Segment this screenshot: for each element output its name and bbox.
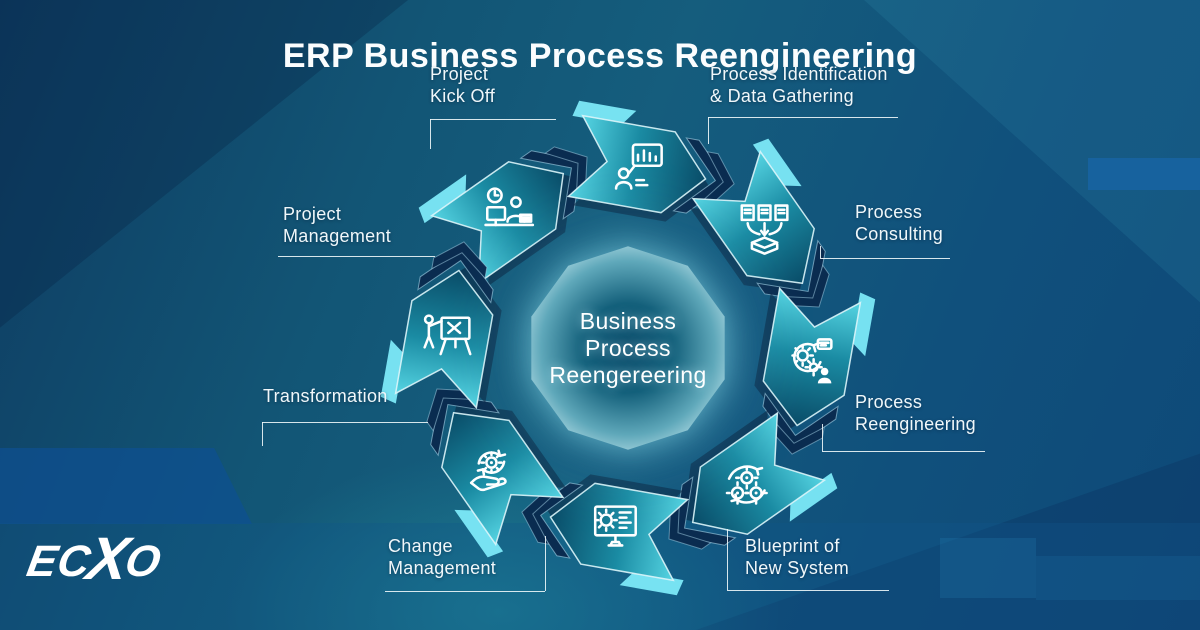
gears-cycle-person-icon xyxy=(782,334,836,388)
callout-line xyxy=(822,424,824,451)
arrow-segment-shape xyxy=(521,474,690,596)
step-label-line: Project xyxy=(283,204,342,224)
background-rect-2 xyxy=(1036,556,1200,600)
step-label-line: Kick Off xyxy=(430,85,496,106)
person-chart-bubble-icon xyxy=(614,140,668,194)
background-band-right xyxy=(1088,158,1200,190)
step-label-line: Management xyxy=(283,225,392,246)
callout-line xyxy=(727,590,889,592)
step-label-line: Project xyxy=(430,64,489,84)
center-label-line: Process xyxy=(585,334,671,361)
background-rect-1 xyxy=(940,538,1036,598)
monitor-gear-icon xyxy=(588,502,642,556)
center-octagon-shape xyxy=(531,246,725,450)
step-label-line: Consulting xyxy=(855,223,944,244)
callout-line xyxy=(708,117,710,144)
callout-line xyxy=(820,258,950,260)
step-label-line: & Data Gathering xyxy=(710,85,854,106)
callout-line xyxy=(822,451,985,453)
callout-line xyxy=(278,256,435,258)
background-blue-band xyxy=(0,448,252,524)
logo-letter: O xyxy=(121,537,166,587)
step-label-transformation: Transformation xyxy=(263,386,388,408)
page-title: ERP Business Process Reengineering xyxy=(282,36,918,75)
step-label-identification: Process Identification& Data Gathering xyxy=(710,64,888,107)
step-label-line: Management xyxy=(388,557,497,578)
presenter-board-icon xyxy=(420,308,474,362)
callout-line xyxy=(262,422,264,446)
callout-line xyxy=(430,119,556,121)
step-label-line: Blueprint of xyxy=(745,536,840,556)
callout-line xyxy=(385,591,545,593)
step-label-line: Change xyxy=(388,536,453,556)
callout-line xyxy=(430,119,432,149)
step-label-line: Process Identification xyxy=(710,64,888,84)
documents-gathering-icon xyxy=(738,202,792,256)
callout-line xyxy=(820,246,822,258)
three-gears-cycle-icon xyxy=(720,458,774,512)
step-label-line: Transformation xyxy=(263,386,388,406)
step-label-line: Process xyxy=(855,392,923,412)
center-label-line: Business xyxy=(579,307,677,334)
callout-line xyxy=(545,536,547,591)
hand-gear-icon xyxy=(464,440,518,494)
center-label-line: Reengereering xyxy=(549,361,707,388)
step-label-line: Process xyxy=(855,202,923,222)
arrow-segment-shape xyxy=(566,100,735,222)
callout-line xyxy=(262,422,428,424)
callout-line xyxy=(708,117,898,119)
callout-line xyxy=(727,529,729,590)
step-label-line: New System xyxy=(745,557,850,578)
step-label-line: Reengineering xyxy=(855,413,976,434)
